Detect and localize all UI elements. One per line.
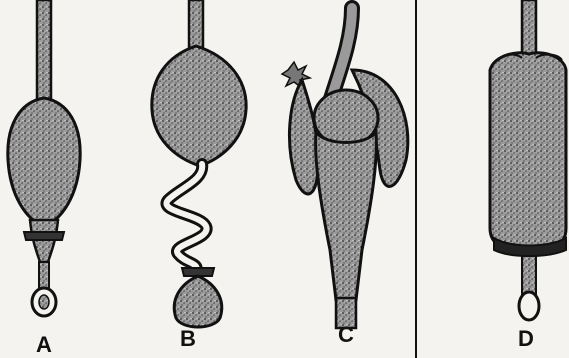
panel-d-drawing [490, 0, 566, 320]
panel-label-d: D [518, 326, 534, 351]
panel-label-b: B [180, 326, 196, 351]
panel-label-a: A [36, 332, 52, 357]
panel-label-c: C [338, 322, 354, 347]
panel-c-drawing [282, 8, 408, 328]
panel-a-drawing [8, 0, 80, 316]
panel-b-drawing [152, 0, 246, 327]
